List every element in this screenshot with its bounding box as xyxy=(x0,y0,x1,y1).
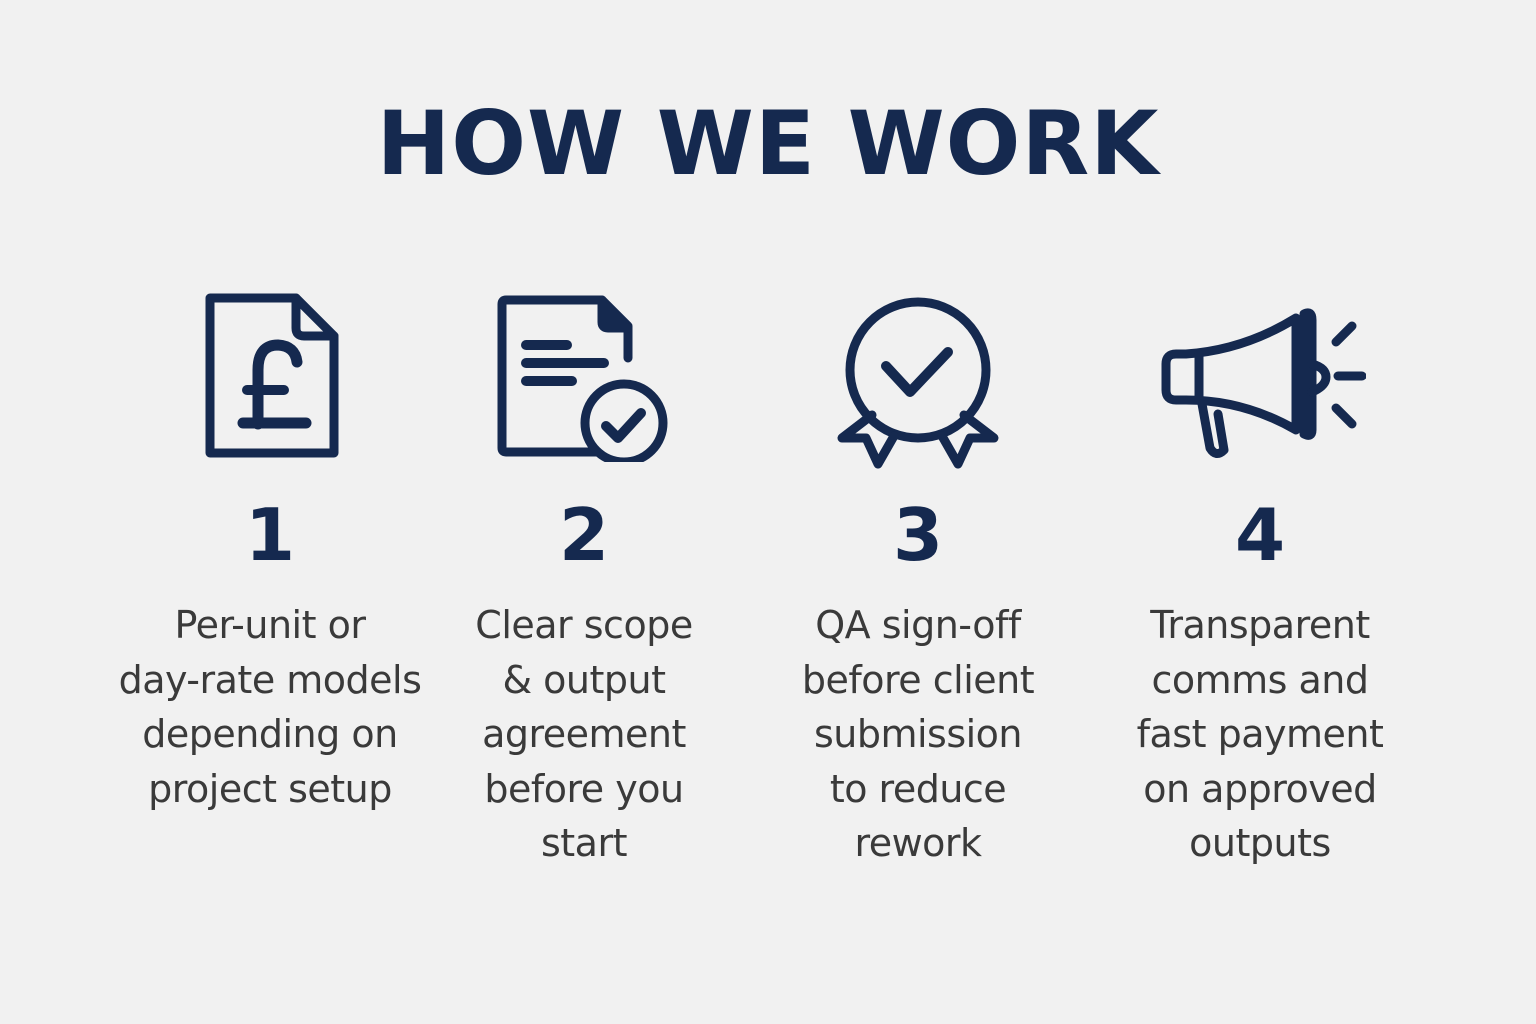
page-title: HOW WE WORK xyxy=(376,92,1160,195)
step-description: Transparent comms and fast payment on ap… xyxy=(1090,598,1430,871)
megaphone-icon xyxy=(1090,290,1430,470)
desc-line: Transparent xyxy=(1150,603,1370,647)
pound-document-icon xyxy=(100,290,440,470)
document-check-icon xyxy=(414,290,754,470)
desc-line: outputs xyxy=(1189,821,1331,865)
step-description: QA sign-off before client submission to … xyxy=(748,598,1088,871)
step-number: 3 xyxy=(892,493,944,577)
desc-line: rework xyxy=(854,821,982,865)
desc-line: start xyxy=(540,821,628,865)
desc-line: fast payment xyxy=(1136,712,1384,756)
desc-line: before you xyxy=(484,766,684,811)
desc-line: to reduce xyxy=(829,766,1007,811)
step-description: Clear scope & output agreement before yo… xyxy=(414,598,754,871)
desc-line: day-rate models xyxy=(118,657,422,702)
step-2: 2 Clear scope & output agreement before … xyxy=(414,290,754,865)
award-badge-check-icon xyxy=(748,290,1088,470)
desc-line: on approved xyxy=(1143,766,1377,811)
desc-line: project setup xyxy=(148,766,392,811)
desc-line: QA sign-off xyxy=(815,603,1021,647)
step-description: Per-unit or day-rate models depending on… xyxy=(100,598,440,816)
desc-line: depending on xyxy=(142,712,398,756)
desc-line: & output xyxy=(502,657,666,702)
step-1: 1 Per-unit or day-rate models depending … xyxy=(100,290,440,811)
step-3: 3 QA sign-off before client submission t… xyxy=(748,290,1088,865)
desc-line: submission xyxy=(813,712,1023,756)
step-4: 4 Transparent comms and fast payment on … xyxy=(1090,290,1430,865)
step-number: 2 xyxy=(558,493,610,577)
desc-line: agreement xyxy=(482,712,686,756)
desc-line: Clear scope xyxy=(475,603,693,647)
desc-line: before client xyxy=(801,657,1035,702)
desc-line: Per-unit or xyxy=(174,603,366,647)
desc-line: comms and xyxy=(1151,657,1369,702)
step-number: 4 xyxy=(1234,493,1286,577)
step-number: 1 xyxy=(244,493,296,577)
